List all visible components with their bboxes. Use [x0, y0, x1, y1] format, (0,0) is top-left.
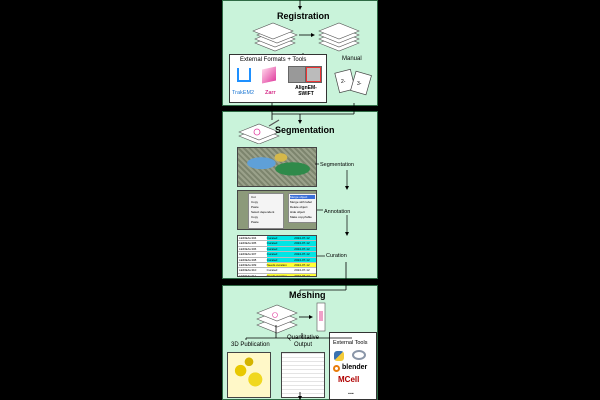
unaligned-stack-icon [252, 22, 298, 52]
segmentation-title: Segmentation [275, 125, 335, 135]
table-cell-id: LEIDEAL311 [239, 273, 257, 277]
menu-item: Merge with label [290, 200, 312, 204]
blender-logo-icon [333, 365, 340, 372]
registration-title: Registration [277, 11, 330, 21]
svg-text:3-: 3- [357, 81, 362, 87]
table-cell-date: 2024-07-12 [294, 241, 316, 246]
external-tools-box: External Tools blender MCell ... [329, 332, 377, 400]
table-cell-status: Needs curation [266, 273, 295, 276]
menu-item: Select dependent [251, 210, 275, 214]
table-cell-status: Curated [266, 268, 295, 273]
table-cell-id: LEIDEAL310 [239, 268, 257, 273]
mcell-label: MCell [338, 375, 360, 384]
meshing-stacks-icon [256, 302, 326, 334]
table-cell-status: Curated [266, 236, 295, 241]
zarr-logo-icon [262, 66, 276, 84]
output-3d-publication-label: 3D Publication [231, 342, 270, 348]
blender-label: blender [342, 364, 368, 371]
quantitative-output-table [281, 352, 325, 398]
table-cell-date: 2024-07-12 [294, 262, 316, 268]
table-cell-date: 2024-07-12 [294, 246, 316, 252]
external-tools-title: External Tools [333, 340, 368, 346]
registration-panel: Registration External Formats + Tools Tr… [222, 0, 378, 106]
arrow-right-icon [299, 315, 313, 319]
python-logo-icon [334, 351, 344, 361]
em-segmentation-image [237, 147, 317, 187]
table-cell-status: Curated [266, 257, 295, 262]
external-formats-title: External Formats + Tools [240, 57, 307, 63]
annotation-image: Cut Copy Paste Select dependent Copy Pas… [237, 190, 317, 230]
manual-cards-icon: 2- 3- [334, 68, 372, 96]
registration-stacks [252, 22, 360, 57]
trakem2-logo-icon [237, 68, 251, 82]
3d-publication-image [227, 352, 271, 398]
table-cell-status: Curated [266, 246, 295, 252]
context-menu-left: Cut Copy Paste Select dependent Copy Pas… [248, 193, 284, 229]
alignem-swift-label: AlignEM-SWIFT [295, 85, 317, 97]
segmentation-stack-icon [238, 119, 280, 144]
menu-item: Hide object [290, 210, 306, 214]
table-cell-status: Needs curation [266, 262, 295, 268]
r-logo-icon [352, 350, 366, 360]
table-cell-status: Curated [266, 252, 295, 257]
svg-text:2-: 2- [341, 79, 346, 85]
manual-label: Manual [342, 56, 362, 62]
table-cell-date: 2024-07-12 [294, 257, 316, 262]
external-formats-box: External Formats + Tools TrakEM2 Zarr Al… [229, 54, 327, 103]
table-cell-status: Curated [266, 241, 295, 246]
menu-item: Copy [251, 200, 259, 204]
table-cell-id: LEIDEAL309 [239, 262, 257, 267]
table-cell-date: 2024-07-12 [294, 273, 316, 276]
more-tools-label: ... [348, 389, 354, 396]
table-cell-id: LEIDEAL305 [239, 241, 257, 246]
table-cell-id: LEIDEAL306 [239, 246, 257, 251]
menu-item: Merge object [290, 195, 315, 199]
menu-item: Paste [251, 205, 259, 209]
table-cell-date: 2024-07-12 [294, 268, 316, 273]
table-cell-id: LEIDEAL304 [239, 236, 257, 240]
step-segmentation-label: Segmentation [320, 162, 354, 168]
menu-item: Paste [251, 220, 259, 224]
menu-item: Cut [251, 195, 256, 199]
menu-item: Copy [251, 215, 259, 219]
context-menu-right: Merge object Merge with label Delete obj… [288, 193, 316, 223]
alignem-swift-logo-icon [288, 66, 322, 83]
meshing-panel: Meshing 3D Publication Quantitative Outp… [222, 285, 378, 400]
table-cell-date: 2024-07-12 [294, 236, 316, 241]
table-cell-id: LEIDEAL308 [239, 257, 257, 262]
menu-item: Delete object [290, 205, 308, 209]
menu-item: Make copy/table [290, 215, 312, 219]
table-cell-id: LEIDEAL307 [239, 252, 257, 257]
meshing-title: Meshing [289, 290, 326, 300]
trakem2-label: TrakEM2 [232, 90, 255, 96]
zarr-label: Zarr [265, 90, 276, 96]
segmentation-panel: Segmentation Cut Copy Paste Select depen… [222, 111, 378, 279]
aligned-stack-icon [318, 22, 360, 52]
step-curation-label: Curation [326, 253, 347, 259]
segmentation-step-arrows [315, 163, 349, 257]
arrow-right-icon [299, 33, 315, 37]
step-annotation-label: Annotation [324, 209, 351, 215]
output-quantitative-label: Quantitative Output [286, 335, 320, 348]
table-cell-date: 2024-07-12 [294, 252, 316, 257]
